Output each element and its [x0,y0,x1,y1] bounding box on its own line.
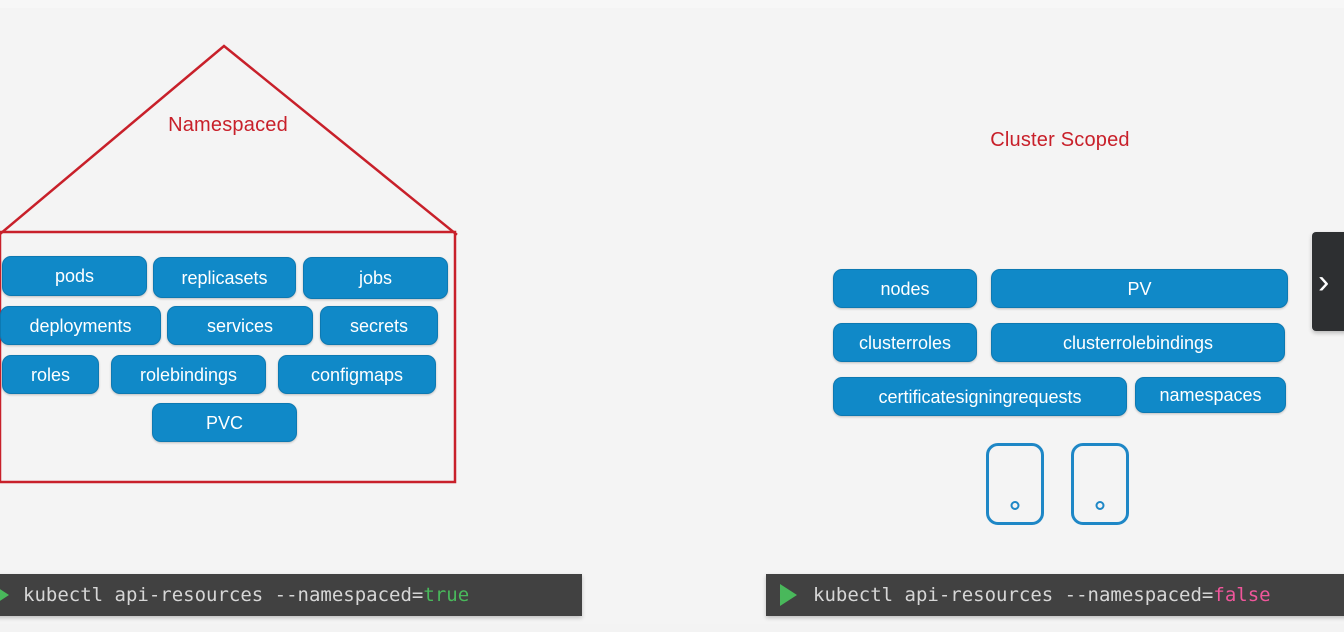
pill-namespaces[interactable]: namespaces [1135,377,1286,413]
pill-rolebindings[interactable]: rolebindings [111,355,266,394]
pill-pods[interactable]: pods [2,256,147,296]
terminal-command-prefix: kubectl api-resources --namespaced= [23,584,424,606]
pill-replicasets[interactable]: replicasets [153,257,296,298]
pill-nodes[interactable]: nodes [833,269,977,308]
device-outline-2 [1071,443,1129,525]
terminal-command-text: kubectl api-resources --namespaced=false [813,584,1271,606]
terminal-command-namespaced-false[interactable]: kubectl api-resources --namespaced=false [766,574,1344,616]
pill-secrets[interactable]: secrets [320,306,438,345]
chevron-right-icon: › [1318,262,1330,301]
device-dot-icon [1010,501,1020,510]
device-dot-icon [1095,501,1105,510]
pill-services[interactable]: services [167,306,313,345]
namespaced-title: Namespaced [168,114,288,136]
terminal-command-namespaced-true[interactable]: kubectl api-resources --namespaced=true [0,574,582,616]
pill-configmaps[interactable]: configmaps [278,355,436,394]
terminal-command-prefix: kubectl api-resources --namespaced= [813,584,1214,606]
pill-deployments[interactable]: deployments [0,306,161,345]
device-outline-1 [986,443,1044,525]
edge-chevron-panel[interactable]: › [1312,232,1344,331]
terminal-command-text: kubectl api-resources --namespaced=true [23,584,469,606]
pill-pv[interactable]: PV [991,269,1288,308]
pill-pvc[interactable]: PVC [152,403,297,442]
play-icon[interactable] [780,584,797,606]
pill-certificatesigningrequests[interactable]: certificatesigningrequests [833,377,1127,416]
pill-jobs[interactable]: jobs [303,257,448,299]
top-strip [0,0,1344,8]
play-icon[interactable] [0,584,9,606]
pill-roles[interactable]: roles [2,355,99,394]
terminal-command-value: true [423,584,470,606]
cluster-scoped-title: Cluster Scoped [990,129,1130,151]
pill-clusterroles[interactable]: clusterroles [833,323,977,362]
pill-clusterrolebindings[interactable]: clusterrolebindings [991,323,1285,362]
bottom-strip [0,624,1344,632]
terminal-command-value: false [1213,584,1271,606]
